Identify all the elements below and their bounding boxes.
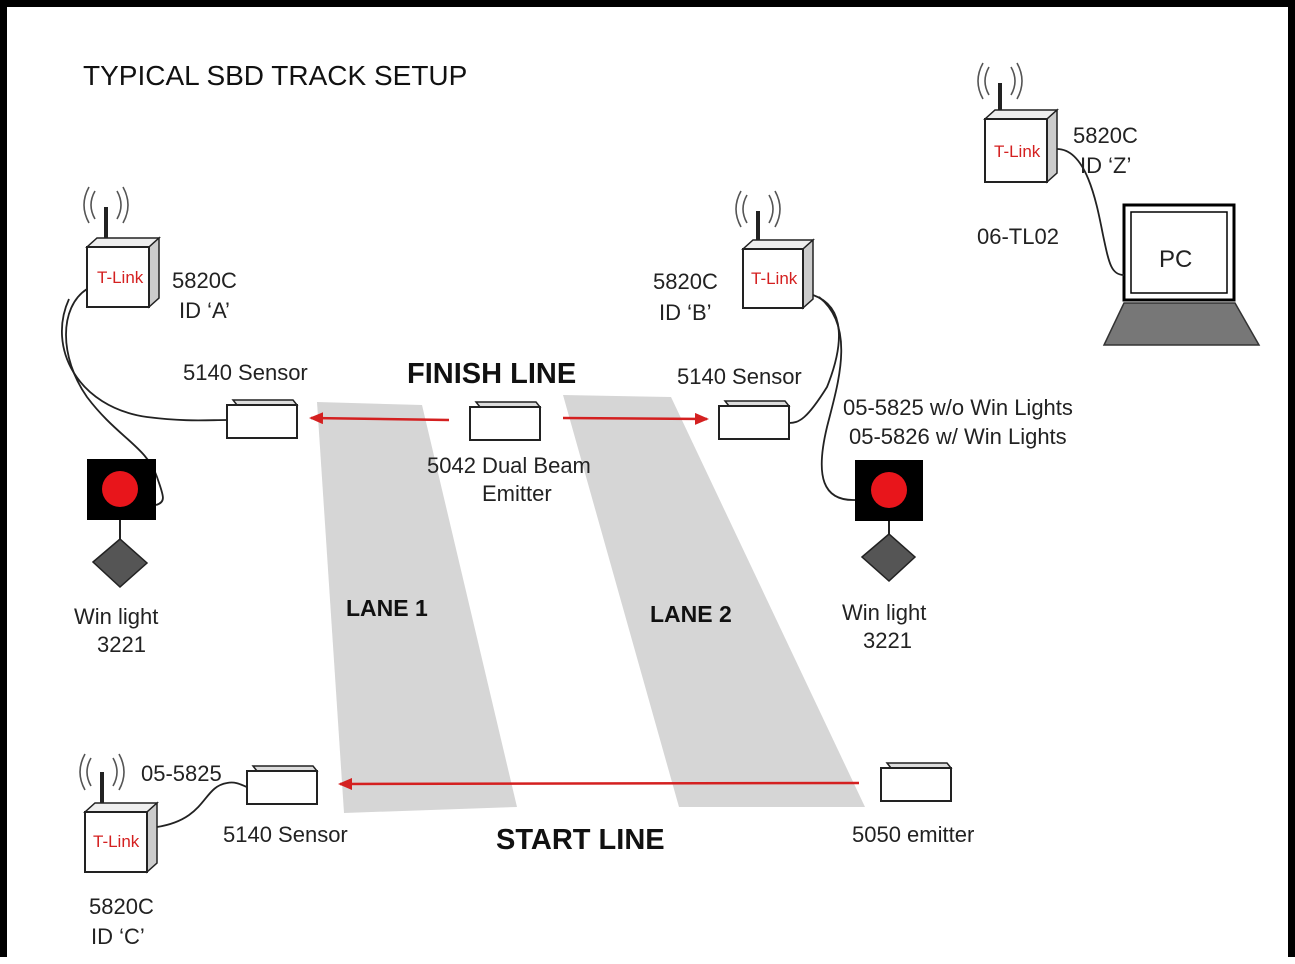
finish-emitter-box	[469, 401, 542, 441]
start-emitter-box	[880, 762, 953, 802]
tlink-a-device: T-Link	[83, 186, 161, 309]
tlink-b-to-lamp-cable	[818, 296, 856, 501]
diagram-title: TYPICAL SBD TRACK SETUP	[83, 60, 467, 91]
tlink-c-model: 5820C	[89, 894, 154, 919]
tlink-z-model: 5820C	[1073, 123, 1138, 148]
lane-1-label: LANE 1	[346, 595, 428, 621]
tlink-a-to-lamp-cable	[65, 288, 164, 506]
sensor-a-label: 5140 Sensor	[183, 360, 308, 385]
start-beam-arrow	[338, 777, 860, 790]
win-light-b-lamp	[871, 472, 907, 508]
win-light-a	[87, 459, 156, 589]
sensor-c-box	[246, 765, 319, 805]
tlink-b-id: ID ‘B’	[659, 300, 712, 325]
win-light-a-lamp	[102, 471, 138, 507]
start-line-label: START LINE	[496, 824, 665, 856]
sensor-b-box	[718, 400, 791, 440]
tlink-b-to-sensor-cable	[788, 294, 840, 424]
track-diagram: TYPICAL SBD TRACK SETUP LANE 1 LANE 2 FI…	[61, 60, 1261, 949]
tlink-b-model: 5820C	[653, 269, 718, 294]
tlink-a-to-sensor-cable	[61, 298, 228, 422]
win-light-b	[855, 460, 923, 583]
tlink-z-id: ID ‘Z’	[1080, 153, 1131, 178]
lane-2-label: LANE 2	[650, 601, 732, 627]
tlink-c-id: ID ‘C’	[91, 924, 145, 949]
tlink-a-id: ID ‘A’	[179, 298, 230, 323]
win-light-a-label-line-2: 3221	[97, 632, 146, 657]
tlink-z-label: T-Link	[994, 142, 1041, 161]
finish-emitter-label-line-1: 5042 Dual Beam	[427, 453, 591, 478]
pc-label: PC	[1159, 246, 1192, 273]
tlink-c-label: T-Link	[93, 832, 140, 851]
finish-line-label: FINISH LINE	[407, 358, 576, 390]
win-light-b-label-line-1: Win light	[842, 600, 926, 625]
win-light-a-label-line-1: Win light	[74, 604, 158, 629]
pc-cable-label: 06-TL02	[977, 224, 1059, 249]
win-light-b-label-line-2: 3221	[863, 628, 912, 653]
pc-laptop: PC	[1102, 203, 1261, 346]
tlink-a-label: T-Link	[97, 268, 144, 287]
sensor-c-label: 5140 Sensor	[223, 822, 348, 847]
tlink-c-to-sensor-cable	[156, 781, 248, 828]
tlink-z-device: T-Link	[977, 62, 1059, 184]
finish-beam-left-arrow	[309, 412, 450, 425]
cable-option-with-lights: 05-5826 w/ Win Lights	[849, 424, 1067, 449]
tlink-a-model: 5820C	[172, 268, 237, 293]
sensor-b-label: 5140 Sensor	[677, 364, 802, 389]
tlink-c-cable-label: 05-5825	[141, 761, 222, 786]
sensor-a-box	[226, 399, 299, 439]
start-emitter-label: 5050 emitter	[852, 822, 974, 847]
tlink-b-device: T-Link	[735, 190, 815, 310]
finish-emitter-label-line-2: Emitter	[482, 481, 552, 506]
lane-2-track	[563, 395, 865, 807]
lane-1-track	[317, 402, 517, 813]
tlink-b-label: T-Link	[751, 269, 798, 288]
cable-option-without-lights: 05-5825 w/o Win Lights	[843, 395, 1073, 420]
pc-cable	[1056, 148, 1125, 276]
tlink-c-device: T-Link	[79, 753, 159, 874]
finish-beam-right-arrow	[562, 412, 709, 425]
